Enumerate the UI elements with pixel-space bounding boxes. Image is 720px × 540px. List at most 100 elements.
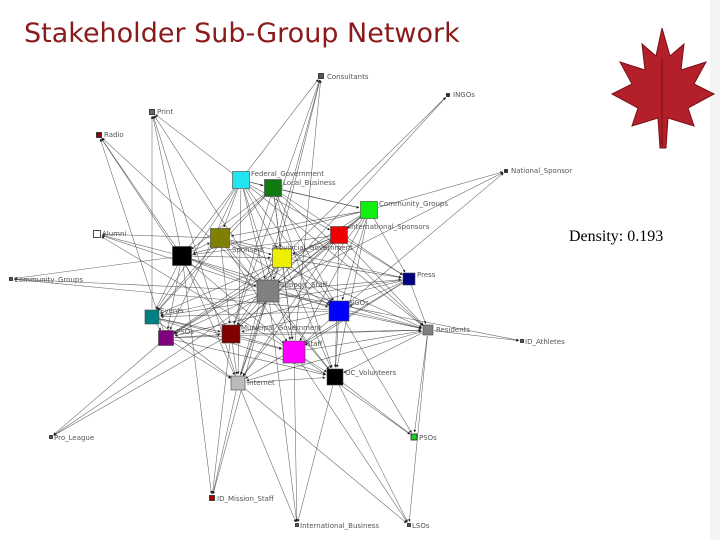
network-node-consultants <box>318 73 324 79</box>
network-edge-federal_government-ngos <box>246 187 333 302</box>
network-node-local_business <box>264 179 282 197</box>
network-edge-municipal_government-residents <box>240 328 422 335</box>
network-edge-international_sponsors-black_node <box>192 236 330 256</box>
network-edge-support_staff-national_sponsor <box>278 172 504 286</box>
network-node-label-press: Press <box>417 271 436 279</box>
network-node-label-national_sponsor: National_Sponsor <box>511 167 572 175</box>
network-node-label-local_business: Local_Business <box>283 179 336 187</box>
network-node-internet <box>230 375 246 391</box>
network-node-label-support_staff: Support_Staff <box>280 281 328 289</box>
network-edge-ngos-events <box>160 311 329 319</box>
network-node-label-community_groups_b: Community_Groups <box>14 276 83 284</box>
network-node-label-print: Print <box>157 108 173 116</box>
network-edge-municipal_government-radio <box>101 138 226 326</box>
network-edge-local_business-black_node <box>190 193 266 250</box>
network-edge-events-oc_volunteers <box>159 319 326 375</box>
network-edge-olive_node-municipal_government <box>220 248 231 324</box>
network-node-international_sponsors <box>330 226 348 244</box>
network-edge-psos-pro_league <box>53 343 160 435</box>
network-edge-psos-residents <box>174 328 422 338</box>
network-node-events <box>144 309 160 325</box>
network-edge-local_business-residents <box>279 194 424 326</box>
network-edge-oc_volunteers-international_business <box>297 385 334 523</box>
network-node-community_groups_a <box>360 201 378 219</box>
network-edge-support_staff-id_athletes <box>279 293 520 342</box>
network-node-ngos <box>328 300 350 322</box>
network-edge-events-staff <box>159 318 282 350</box>
network-edge-municipal_government-consultants <box>234 79 321 325</box>
network-edge-black_node-residents <box>192 258 422 329</box>
network-edge-community_groups_a-staff <box>299 218 365 341</box>
network-edge-press-events <box>160 279 403 317</box>
network-edge-ngos-community_groups_b <box>14 278 329 311</box>
network-edge-local_business-olive_node <box>228 194 267 231</box>
network-edge-support_staff-radio <box>101 137 260 284</box>
network-edge-community_groups_a-internet <box>243 217 364 377</box>
density-label: Density: 0.193 <box>569 228 664 245</box>
network-node-label-federal_government: Federal_Government <box>251 170 324 178</box>
network-node-label-lsos: LSOs <box>412 522 430 530</box>
network-edge-press-ngos <box>349 281 403 307</box>
network-edge-ngos-municipal_government <box>241 313 329 333</box>
network-edge-support_staff-pro_league <box>53 297 259 436</box>
network-edge-ngos-national_sponsor <box>347 172 504 305</box>
network-edge-community_groups_a-press <box>373 218 406 273</box>
network-node-label-ngos: NGOs <box>349 299 369 307</box>
network-node-label-international_sponsors: International_Sponsors <box>349 223 430 231</box>
network-edge-international_sponsors-provincial_government_top <box>292 238 331 255</box>
network-node-label-olive_node: Sponsors <box>232 246 264 254</box>
network-edge-black_node-alumni <box>101 234 172 254</box>
network-node-label-international_business: International_Business <box>300 522 379 530</box>
network-node-label-radio: Radio <box>104 131 124 139</box>
network-edge-olive_node-alumni <box>102 232 210 238</box>
network-edge-black_node-print <box>152 115 181 246</box>
network-edge-internet-consultants <box>239 79 321 376</box>
maple-leaf-icon <box>610 27 716 149</box>
network-edge-psos-internet <box>173 342 231 379</box>
network-edge-events-municipal_government <box>159 318 221 333</box>
network-edge-international_sponsors-residents <box>345 241 424 326</box>
network-edge-internet-lsos <box>244 387 407 524</box>
network-node-radio <box>96 132 102 138</box>
network-edge-community_groups_a-oc_volunteers <box>336 219 368 368</box>
network-edge-ngos-residents <box>349 313 422 330</box>
network-edge-black_node-community_groups_b <box>14 257 172 280</box>
network-edge-federal_government-support_staff <box>242 189 266 279</box>
network-edge-psos-municipal_government <box>174 333 221 338</box>
network-edge-support_staff-international_business <box>269 302 298 522</box>
network-edge-federal_government-events <box>156 187 237 310</box>
network-node-print <box>149 109 155 115</box>
network-node-label-pro_league: Pro_League <box>54 434 94 442</box>
network-edge-staff-alumni <box>101 236 284 347</box>
network-edge-community_groups_a-national_sponsor <box>378 171 504 208</box>
network-node-oc_volunteers <box>326 368 344 386</box>
network-edge-local_business-municipal_government <box>233 197 271 324</box>
network-node-label-community_groups_a: Community_Groups <box>379 200 448 208</box>
network-edge-olive_node-ngos <box>228 243 330 305</box>
network-edge-ngos-oc_volunteers <box>334 321 339 368</box>
network-edge-provincial_government_top-staff <box>283 268 294 340</box>
network-edge-federal_government-international_sponsors <box>249 184 331 231</box>
network-node-psos_b <box>410 433 418 441</box>
network-edge-support_staff-consultants <box>270 79 321 280</box>
network-edge-events-psos <box>156 323 161 331</box>
network-edge-provincial_government_top-support_staff <box>272 267 279 280</box>
network-node-press <box>402 272 416 286</box>
network-edge-olive_node-residents <box>229 241 423 328</box>
network-edge-federal_government-psos <box>169 188 238 330</box>
network-edge-support_staff-print <box>154 115 262 282</box>
network-edge-psos-radio <box>99 138 164 330</box>
network-edge-black_node-events <box>155 265 178 310</box>
network-edge-residents-lsos <box>408 335 428 522</box>
network-node-label-internet: Internet <box>247 379 275 387</box>
network-edge-federal_government-print <box>155 114 234 175</box>
network-edge-oc_volunteers-lsos <box>338 384 408 523</box>
network-edge-internet-id_mission_staff <box>212 390 237 495</box>
network-edge-black_node-id_mission_staff <box>183 266 213 494</box>
network-edge-support_staff-municipal_government <box>237 299 261 327</box>
network-node-provincial_government_top <box>272 248 292 268</box>
network-edge-support_staff-residents <box>279 293 422 330</box>
network-edge-federal_government-staff <box>243 189 291 341</box>
network-node-olive_node <box>210 228 230 248</box>
network-edge-municipal_government-staff <box>240 336 282 350</box>
